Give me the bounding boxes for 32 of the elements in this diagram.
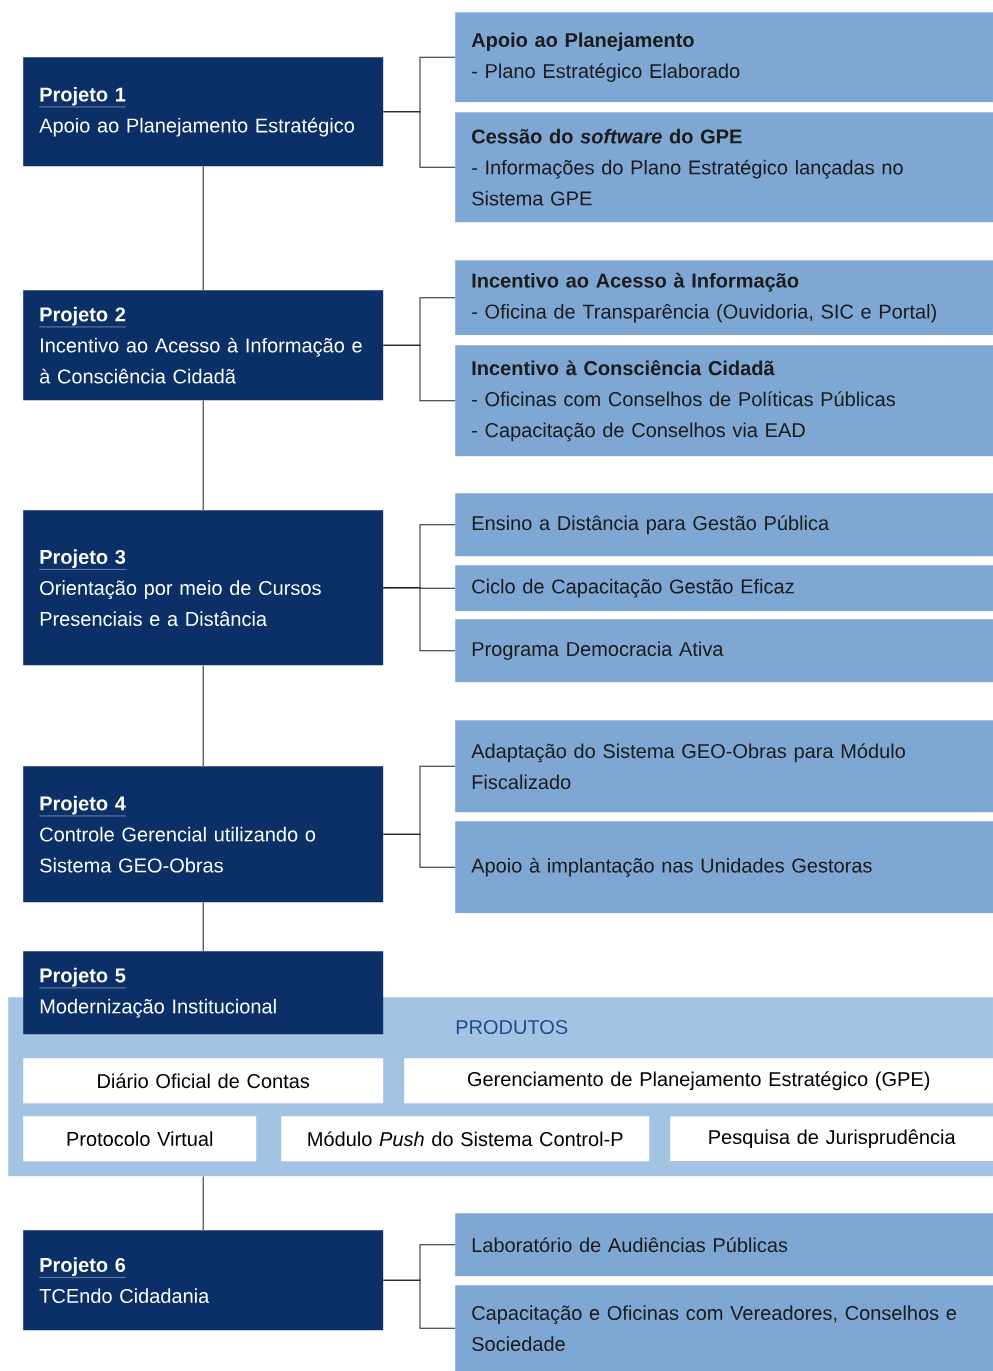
result-box: Apoio ao Planejamento - Plano Estratégico Elaborado	[455, 12, 993, 103]
product-box: Diário Oficial de Contas	[23, 1058, 384, 1104]
bracket-line	[382, 344, 456, 402]
bracket-line	[382, 587, 456, 652]
project-box: Projeto 1 Apoio ao Planejamento Estratégico	[23, 57, 384, 167]
bracket-line	[382, 833, 456, 868]
bracket-line	[382, 111, 456, 168]
result-box: Cessão do software do GPE - Informações do Plano Estratégico lançadas no Sistema GPE	[455, 112, 993, 223]
product-box: Pesquisa de Jurisprudência	[670, 1116, 993, 1162]
product-box: Módulo Push do Sistema Control-P	[281, 1116, 650, 1162]
connector-line	[202, 901, 204, 952]
product-box: Gerenciamento de Planejamento Estratégico (GPE)	[404, 1058, 993, 1104]
project-box: Projeto 4 Controle Gerencial utilizando o Sistema GEO-Obras	[23, 766, 384, 903]
project-box: Projeto 3 Orientação por meio de Cursos Presenciais e a Distância	[23, 510, 384, 666]
connector-line	[202, 399, 204, 511]
result-box: Incentivo ao Acesso à Informação - Oficina de Transparência (Ouvidoria, SIC e Portal)	[455, 260, 993, 336]
result-box: Ciclo de Capacitação Gestão Eficaz	[455, 565, 993, 612]
result-box: Laboratório de Audiências Públicas	[455, 1213, 993, 1277]
result-box: Capacitação e Oficinas com Vereadores, Conselhos e Sociedade	[455, 1285, 993, 1371]
project-box: Projeto 6 TCEndo Cidadania	[23, 1230, 384, 1331]
result-box: Adaptação do Sistema GEO-Obras para Módulo Fiscalizado	[455, 720, 993, 813]
product-box: Protocolo Virtual	[23, 1116, 257, 1162]
bracket-line	[382, 1279, 456, 1329]
project-box: Projeto 5 Modernização Institucional	[23, 951, 384, 1035]
connector-line	[202, 664, 204, 767]
result-box: Apoio à implantação nas Unidades Gestoras	[455, 821, 993, 914]
result-box: Programa Democracia Ativa	[455, 619, 993, 683]
project-box: Projeto 2 Incentivo ao Acesso à Informação e à Consciência Cidadã	[23, 290, 384, 401]
result-box: Ensino a Distância para Gestão Pública	[455, 493, 993, 557]
connector-line	[202, 1175, 204, 1231]
result-box: Incentivo à Consciência Cidadã - Oficinas com Conselhos de Políticas Públicas - Capacitação de Conselhos via EAD	[455, 345, 993, 457]
connector-line	[202, 165, 204, 291]
